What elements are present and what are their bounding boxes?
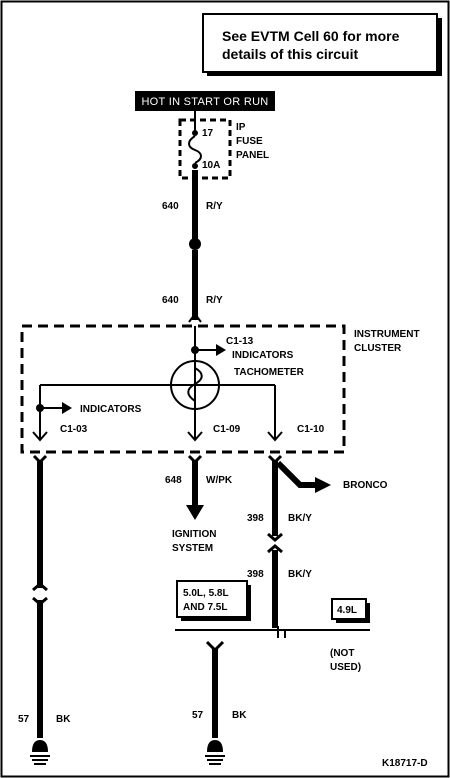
ground-icon [30,740,50,765]
wire-398: BRONCO 398 BK/Y 398 BK/Y [247,454,388,628]
power-label: HOT IN START OR RUN [141,96,268,108]
arrow-icon [62,402,72,414]
fuse-icon [188,135,202,164]
pin-c1-03: C1-03 [60,424,88,435]
w398-upper-circuit: 398 [247,513,264,524]
arrow-right-icon [315,477,331,493]
pin-c1-13: C1-13 [226,336,254,347]
indicators-right-label: INDICATORS [232,350,294,361]
engine-option-1-line-2: AND 7.5L [183,602,227,613]
wire-57-right: 57 BK [192,640,247,765]
fuse-panel-label-2: FUSE [236,136,263,147]
fuse-rating: 10A [202,160,220,171]
engine-option-1: 5.0L, 5.8L AND 7.5L [176,580,251,621]
wire-640-lower: 640 R/Y [162,250,223,323]
w648-circuit: 648 [165,475,182,486]
fuse-panel-label-3: PANEL [236,150,269,161]
w398-upper-color: BK/Y [288,513,312,524]
engine-option-2: 4.9L [331,598,370,623]
bronco-label: BRONCO [343,480,388,491]
w57-left-circuit: 57 [18,714,30,725]
ip-fuse-panel: 17 10A IP FUSE PANEL [178,111,269,180]
w398-lower-circuit: 398 [247,569,264,580]
w640-upper-circuit: 640 [162,201,179,212]
splice-dot [189,238,201,250]
note-box: See EVTM Cell 60 for more details of thi… [202,13,442,76]
w640-lower-circuit: 640 [162,295,179,306]
pin-c1-09: C1-09 [213,424,241,435]
option-split: (NOT USED) [175,626,370,673]
not-used-line-2: USED) [330,662,361,673]
cluster-label-2: CLUSTER [354,343,402,354]
w57-left-color: BK [56,714,71,725]
indicators-left-label: INDICATORS [80,404,142,415]
figure-id: K18717-D [382,758,428,769]
fuse-panel-label-1: IP [236,122,246,133]
w398-lower-color: BK/Y [288,569,312,580]
ignition-label-1: IGNITION [172,529,216,540]
arrow-down-icon [186,505,204,520]
w57-right-circuit: 57 [192,710,204,721]
ground-icon [205,740,225,765]
wire-640-upper: 640 R/Y [162,170,223,250]
fuse-number: 17 [202,128,214,139]
wire-648: 648 W/PK IGNITION SYSTEM [165,454,233,554]
arrow-icon [216,344,226,356]
w648-color: W/PK [206,475,233,486]
note-line-2: details of this circuit [222,46,358,62]
tachometer-label: TACHOMETER [234,367,305,378]
w57-right-color: BK [232,710,247,721]
wire-57-left: 57 BK [18,454,71,765]
cluster-label-1: INSTRUMENT [354,329,420,340]
w640-upper-color: R/Y [206,201,223,212]
instrument-cluster: INSTRUMENT CLUSTER C1-13 INDICATORS TACH… [20,324,420,454]
ignition-label-2: SYSTEM [172,543,213,554]
engine-option-2-label: 4.9L [337,605,357,616]
power-source: HOT IN START OR RUN [135,91,275,111]
w640-lower-color: R/Y [206,295,223,306]
engine-option-1-line-1: 5.0L, 5.8L [183,588,229,599]
pin-c1-10: C1-10 [297,424,325,435]
not-used-line-1: (NOT [330,648,354,659]
note-line-1: See EVTM Cell 60 for more [222,28,400,44]
